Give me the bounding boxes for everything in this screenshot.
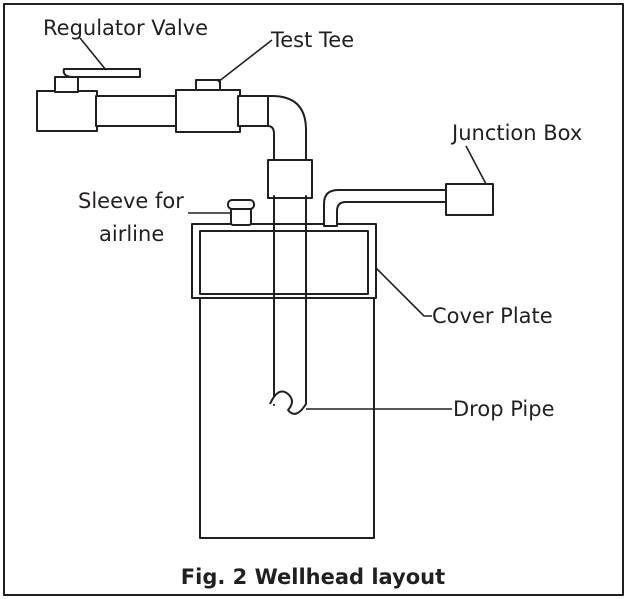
figure-caption: Fig. 2 Wellhead layout — [181, 565, 445, 589]
label-sleeve-line1: Sleeve for — [78, 189, 184, 213]
junction-box — [445, 183, 494, 216]
airline-sleeve — [227, 199, 255, 226]
figure-frame — [3, 3, 624, 596]
leader-test-tee — [217, 39, 273, 83]
pipe-to-elbow — [237, 95, 271, 127]
cover-plate-inner — [199, 230, 369, 295]
horizontal-pipe — [95, 95, 179, 127]
leader-cover-plate — [375, 267, 432, 317]
label-cover-plate: Cover Plate — [432, 304, 553, 328]
pipe-elbow — [267, 95, 307, 167]
test-tee — [175, 79, 241, 133]
cover-plate — [191, 223, 377, 299]
drop-pipe — [269, 195, 307, 415]
regulator-valve-handle — [54, 68, 141, 93]
pipe-coupling — [267, 159, 313, 199]
label-junction-box: Junction Box — [450, 121, 582, 145]
leader-junction-box — [465, 145, 487, 185]
label-regulator-valve: Regulator Valve — [43, 16, 208, 40]
leader-regulator-valve — [79, 37, 107, 71]
regulator-valve-body — [36, 90, 98, 132]
junction-conduit — [323, 189, 451, 227]
label-drop-pipe: Drop Pipe — [453, 397, 554, 421]
label-sleeve-line2: airline — [99, 222, 164, 246]
label-test-tee: Test Tee — [270, 28, 354, 52]
well-casing — [199, 293, 375, 539]
